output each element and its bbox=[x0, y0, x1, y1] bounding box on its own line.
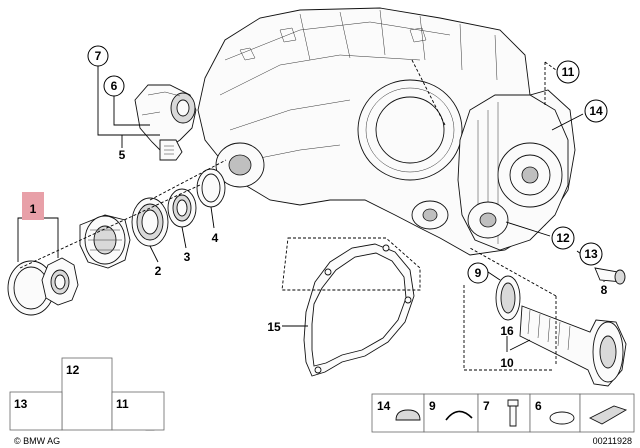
callout-11-label: 11 bbox=[562, 65, 575, 79]
callout-4[interactable]: 4 bbox=[212, 231, 219, 245]
actuator-motor bbox=[134, 84, 197, 161]
differential-housing bbox=[197, 7, 576, 256]
callout-13-label: 13 bbox=[584, 247, 598, 261]
legend-14-cap bbox=[395, 409, 421, 421]
callout-5[interactable]: 5 bbox=[119, 148, 126, 162]
callout-8[interactable]: 8 bbox=[601, 283, 608, 297]
legend-6-ring bbox=[549, 411, 575, 425]
drive-flange bbox=[79, 214, 131, 269]
legend-13-label: 13 bbox=[14, 397, 28, 411]
callout-1-label: 1 bbox=[30, 202, 37, 216]
callout-15-label: 15 bbox=[267, 320, 281, 334]
callout-12[interactable]: 12 bbox=[551, 226, 575, 250]
callout-5-label: 5 bbox=[119, 148, 126, 162]
legend-pointer-icon bbox=[588, 405, 628, 425]
copyright-text: © BMW AG bbox=[14, 436, 60, 446]
legend-9-clip bbox=[445, 410, 473, 421]
callout-4-label: 4 bbox=[212, 231, 219, 245]
callout-6-label: 6 bbox=[111, 79, 118, 93]
part-4-ring bbox=[196, 168, 226, 208]
legend-right: 14 9 7 6 bbox=[371, 393, 635, 433]
callout-3[interactable]: 3 bbox=[184, 250, 191, 264]
callout-10[interactable]: 10 bbox=[500, 356, 514, 370]
callout-11[interactable]: 11 bbox=[556, 60, 580, 84]
legend-7-label: 7 bbox=[483, 399, 490, 413]
callout-9-label: 9 bbox=[475, 266, 482, 280]
callout-14-label: 14 bbox=[589, 104, 603, 118]
legend-9-label: 9 bbox=[429, 399, 436, 413]
legend-box-13 bbox=[9, 391, 63, 431]
callout-2[interactable]: 2 bbox=[155, 264, 162, 278]
callout-8-label: 8 bbox=[601, 283, 608, 297]
callout-15[interactable]: 15 bbox=[267, 320, 281, 334]
part-10-output-shaft bbox=[519, 305, 627, 387]
callout-3-label: 3 bbox=[184, 250, 191, 264]
legend-7-screw bbox=[507, 399, 519, 427]
callout-14[interactable]: 14 bbox=[584, 99, 608, 123]
callout-10-label: 10 bbox=[500, 356, 514, 370]
legend-6-label: 6 bbox=[535, 399, 542, 413]
callout-7[interactable]: 7 bbox=[87, 45, 109, 67]
legend-14-label: 14 bbox=[377, 399, 391, 413]
part-15-gasket bbox=[303, 243, 415, 377]
callout-6[interactable]: 6 bbox=[103, 75, 125, 97]
callout-12-label: 12 bbox=[556, 231, 570, 245]
callout-1-highlight bbox=[22, 192, 44, 220]
diagram-number: 00211928 bbox=[593, 436, 632, 446]
part-9-shaft-seal bbox=[495, 275, 521, 321]
legend-11-label: 11 bbox=[116, 397, 129, 411]
legend-box-12 bbox=[61, 357, 113, 431]
callout-13[interactable]: 13 bbox=[579, 242, 603, 266]
part-1-seal-and-nut bbox=[7, 257, 79, 316]
footer: © BMW AG 00211928 bbox=[14, 436, 632, 446]
callout-1[interactable]: 1 bbox=[30, 202, 37, 216]
legend-box-9 bbox=[423, 393, 479, 433]
legend-left: 12 13 11 bbox=[9, 357, 165, 431]
transfer-case-housing bbox=[457, 94, 569, 251]
callout-9[interactable]: 9 bbox=[467, 262, 489, 284]
legend-12-label: 12 bbox=[66, 363, 80, 377]
part-8-sensor bbox=[594, 267, 626, 285]
callout-2-label: 2 bbox=[155, 264, 162, 278]
part-2-ring bbox=[131, 197, 169, 247]
part-3-ring bbox=[167, 188, 197, 228]
callout-16-label: 16 bbox=[500, 324, 514, 338]
callout-16[interactable]: 16 bbox=[500, 324, 514, 338]
callout-7-label: 7 bbox=[95, 49, 102, 63]
legend-box-11 bbox=[111, 391, 165, 431]
legend-box-7 bbox=[477, 393, 531, 433]
